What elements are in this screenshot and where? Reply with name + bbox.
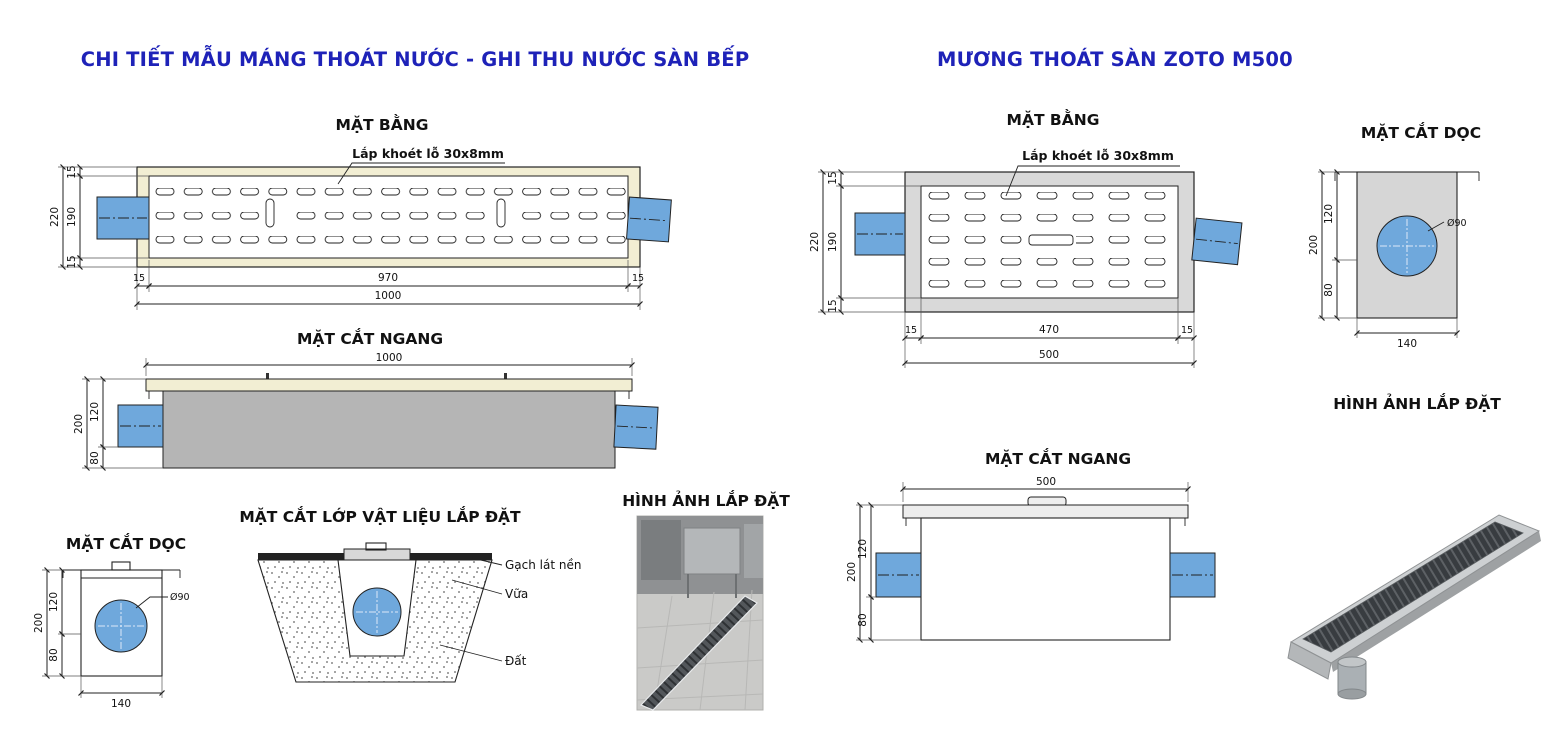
dim-80: 80 xyxy=(48,648,60,661)
left-plan-slots xyxy=(151,187,627,244)
dim-220: 220 xyxy=(49,207,61,227)
dim-1000: 1000 xyxy=(375,290,402,302)
left-cross-section: MẶT CẮT NGANG 1000 200 120 80 xyxy=(73,327,659,471)
lid-lug xyxy=(504,373,507,379)
installed-product-render xyxy=(1287,514,1541,700)
right-cross-pipe-left xyxy=(875,552,922,598)
dim-970: 970 xyxy=(378,272,398,284)
callout-tile: Gạch lát nền xyxy=(505,558,581,572)
dim-470: 470 xyxy=(1039,324,1059,336)
dim-15-right: 15 xyxy=(1181,325,1193,336)
left-title: CHI TIẾT MẪU MÁNG THOÁT NƯỚC - GHI THU N… xyxy=(81,44,750,71)
right-long-label: MẶT CẮT DỌC xyxy=(1361,121,1481,142)
dim-500: 500 xyxy=(1036,476,1056,488)
pipe-circle xyxy=(352,587,402,637)
dim-120: 120 xyxy=(857,539,869,559)
left-material-section: MẶT CẮT LỚP VẬT LIỆU LẮP ĐẶT Gạch lát nề… xyxy=(239,505,581,683)
install-photo xyxy=(636,515,764,711)
render-grate xyxy=(1302,521,1524,653)
channel-lid xyxy=(145,378,633,392)
render-outlet-top xyxy=(1337,656,1367,668)
left-cross-label: MẶT CẮT NGANG xyxy=(297,327,443,348)
right-plan-dims: 15 190 15 220 15 470 15 500 xyxy=(809,169,1197,368)
dim-200: 200 xyxy=(33,613,45,633)
callout-soil: Đất xyxy=(505,654,527,668)
right-long-dims: 200 120 80 140 xyxy=(1308,169,1460,350)
right-cross-pipe-right xyxy=(1169,552,1216,598)
channel-body xyxy=(162,390,616,469)
right-title: MƯƠNG THOÁT SÀN ZOTO M500 xyxy=(937,48,1293,71)
dim-dia90: Ø90 xyxy=(1447,218,1467,229)
dim-190: 190 xyxy=(66,207,78,227)
handle-slot xyxy=(1028,234,1074,246)
left-plan-view: MẶT BẰNG Lắp khoét lỗ 30x8mm xyxy=(49,113,672,310)
left-plan-label: MẶT BẰNG xyxy=(336,113,429,134)
slot-cover xyxy=(262,211,288,221)
hole-note-text: Lắp khoét lỗ 30x8mm xyxy=(352,146,504,161)
dim-120: 120 xyxy=(1323,204,1335,224)
grate-handle xyxy=(365,542,387,551)
right-plan-pipe-right xyxy=(1191,217,1243,266)
dim-220: 220 xyxy=(809,232,821,252)
right-install-label: HÌNH ẢNH LẮP ĐẶT xyxy=(1333,392,1501,413)
lid-handle xyxy=(111,561,131,571)
dim-120: 120 xyxy=(48,592,60,612)
left-install-label: HÌNH ẢNH LẮP ĐẶT xyxy=(622,489,790,510)
left-long-label: MẶT CẮT DỌC xyxy=(66,532,186,553)
dim-500: 500 xyxy=(1039,349,1059,361)
grate-cover xyxy=(343,548,411,561)
channel-body xyxy=(920,517,1171,641)
left-plan-hole-note: Lắp khoét lỗ 30x8mm xyxy=(337,146,505,185)
dim-200: 200 xyxy=(846,562,858,582)
dim-190: 190 xyxy=(827,232,839,252)
right-plan-pipe-left xyxy=(854,212,906,256)
right-plan-label: MẶT BẰNG xyxy=(1007,108,1100,129)
left-long-dims: 200 120 80 140 xyxy=(33,567,165,710)
render-end-box xyxy=(1287,641,1332,680)
right-cross-label: MẶT CẮT NGANG xyxy=(985,447,1131,468)
dim-80: 80 xyxy=(89,451,101,464)
dim-15-right: 15 xyxy=(632,273,644,284)
render-side-face xyxy=(1331,531,1541,672)
render-outlet-bottom xyxy=(1337,688,1367,700)
right-long-section: MẶT CẮT DỌC Ø90 200 120 80 140 xyxy=(1308,121,1481,350)
left-long-section: MẶT CẮT DỌC Ø90 200 120 80 140 xyxy=(33,532,190,710)
dim-15-bottom: 15 xyxy=(66,255,78,268)
hole-note-text: Lắp khoét lỗ 30x8mm xyxy=(1022,148,1174,163)
left-cross-pipe-left xyxy=(117,404,164,448)
dim-140: 140 xyxy=(111,698,131,710)
left-cross-pipe-right xyxy=(613,404,659,450)
photo-drain-grate xyxy=(639,595,758,711)
callout-mortar: Vữa xyxy=(505,587,528,601)
dim-15-top: 15 xyxy=(827,171,839,184)
dim-200: 200 xyxy=(73,414,85,434)
left-plan-pipe-right xyxy=(626,196,672,243)
dim-80: 80 xyxy=(857,613,869,626)
dim-120: 120 xyxy=(89,402,101,422)
lid-lug xyxy=(266,373,269,379)
vertical-slot xyxy=(496,198,506,228)
dim-200: 200 xyxy=(1308,235,1320,255)
right-install: HÌNH ẢNH LẮP ĐẶT xyxy=(1287,392,1541,700)
right-plan-view: MẶT BẰNG Lắp khoét lỗ 30x8mm 15 xyxy=(809,108,1243,368)
dim-80: 80 xyxy=(1323,283,1335,296)
right-plan-hole-note: Lắp khoét lỗ 30x8mm xyxy=(1005,148,1180,197)
dim-15-left: 15 xyxy=(905,325,917,336)
dim-dia90: Ø90 xyxy=(170,592,190,603)
dim-15-top: 15 xyxy=(66,165,78,178)
left-install: HÌNH ẢNH LẮP ĐẶT xyxy=(622,489,790,711)
vertical-slot xyxy=(265,198,275,228)
left-cross-dims: 200 120 80 xyxy=(73,376,163,471)
dim-1000: 1000 xyxy=(376,352,403,364)
channel-lid xyxy=(902,504,1189,519)
left-material-label: MẶT CẮT LỚP VẬT LIỆU LẮP ĐẶT xyxy=(239,505,521,526)
left-plan-dims: 15 190 15 220 15 970 15 1000 xyxy=(49,164,644,310)
left-plan-pipe-left xyxy=(96,196,150,240)
right-cross-dims: 200 120 80 xyxy=(846,502,921,643)
dim-140: 140 xyxy=(1397,338,1417,350)
right-cross-section: MẶT CẮT NGANG 500 200 120 80 xyxy=(846,447,1216,643)
dim-15-left: 15 xyxy=(133,273,145,284)
dim-15-bottom: 15 xyxy=(827,299,839,312)
